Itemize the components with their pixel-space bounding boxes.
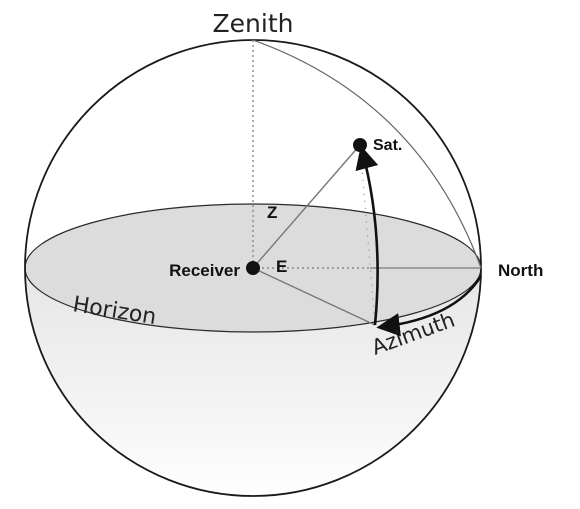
satellite-dot xyxy=(353,138,367,152)
receiver-to-sat-ground-point xyxy=(252,267,376,326)
line-of-sight xyxy=(252,144,361,269)
azimuth-arc xyxy=(376,275,483,337)
label-satellite: Sat. xyxy=(373,137,402,154)
lower-hemisphere xyxy=(25,268,481,496)
label-zenith-angle: Z xyxy=(267,203,277,222)
label-north: North xyxy=(498,261,543,280)
receiver-dot xyxy=(246,261,260,275)
label-receiver: Receiver xyxy=(169,261,240,280)
label-zenith: Zenith xyxy=(213,9,294,38)
meridian-arc xyxy=(252,39,482,269)
elevation-arc xyxy=(355,145,379,326)
label-elevation-angle: E xyxy=(276,257,287,276)
